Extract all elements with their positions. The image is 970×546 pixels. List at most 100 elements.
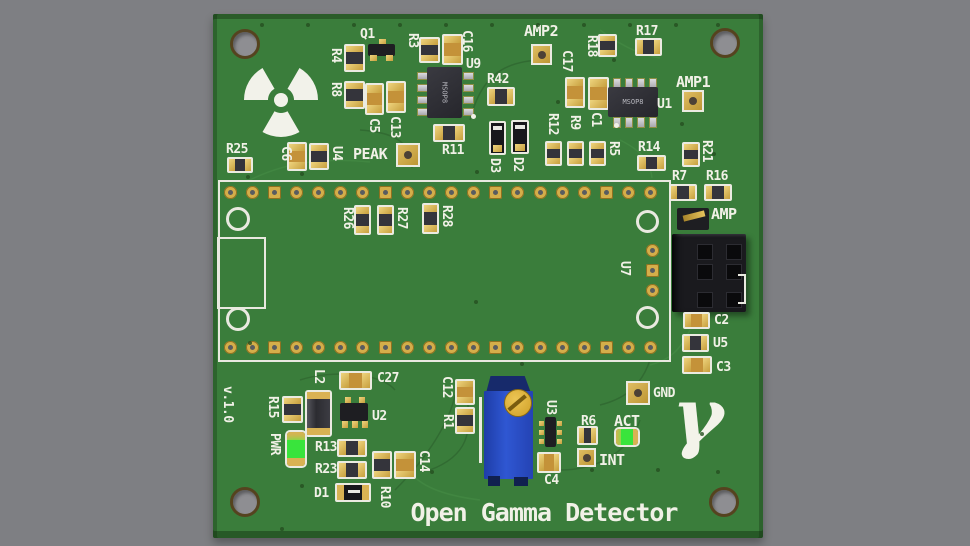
label-gnd: GND xyxy=(653,386,675,401)
capacitor-c13 xyxy=(386,81,406,113)
label-amp: AMP xyxy=(711,205,737,223)
chip-u4 xyxy=(309,143,329,170)
label-r25: R25 xyxy=(226,142,248,157)
through-hole-pad xyxy=(356,185,370,199)
led-pwr xyxy=(285,430,307,468)
resistor-r4 xyxy=(344,44,365,72)
pin1-dot xyxy=(471,114,476,119)
resistor-r5 xyxy=(589,141,606,166)
through-hole-pad xyxy=(511,185,525,199)
led-act xyxy=(614,427,640,447)
resistor-r42 xyxy=(487,87,515,106)
via-dot xyxy=(700,432,704,436)
label-r16: R16 xyxy=(706,169,728,184)
transistor-q1 xyxy=(366,39,398,61)
through-hole-pad xyxy=(577,185,591,199)
label-c3: C3 xyxy=(716,360,731,375)
mounting-hole-bottom-left xyxy=(230,487,260,517)
chip-u3 xyxy=(539,416,562,448)
via-dot xyxy=(475,170,479,174)
label-r15: R15 xyxy=(265,396,280,418)
through-hole-pad xyxy=(445,185,458,199)
footprint-circle xyxy=(226,207,250,231)
footprint-circle xyxy=(636,210,659,233)
through-hole-pad xyxy=(600,340,614,354)
footprint-circle xyxy=(226,307,250,331)
diode-d2 xyxy=(511,120,529,154)
label-r27: R27 xyxy=(394,207,409,229)
through-hole-pad xyxy=(223,185,237,199)
through-hole-pad xyxy=(622,340,636,354)
via-dot xyxy=(680,122,684,126)
label-c1: C1 xyxy=(588,112,603,127)
label-r42: R42 xyxy=(487,72,509,87)
label-c17: C17 xyxy=(559,50,574,72)
label-r28: R28 xyxy=(439,205,454,227)
through-hole-pad xyxy=(533,185,547,199)
via-dot xyxy=(674,23,678,27)
through-hole-pad xyxy=(267,185,281,199)
chip-u5 xyxy=(682,334,709,352)
chip-marking-u1: MSOP8 xyxy=(622,98,644,106)
label-u3: U3 xyxy=(543,400,558,415)
mounting-hole-bottom-right xyxy=(709,487,739,517)
label-r4: R4 xyxy=(328,48,343,63)
label-r17: R17 xyxy=(636,24,658,39)
resistor-r23 xyxy=(337,461,367,479)
label-r9: R9 xyxy=(567,115,582,130)
through-hole-pad xyxy=(334,340,348,354)
through-hole-pad xyxy=(245,185,259,199)
capacitor-c17 xyxy=(565,77,585,108)
through-hole-pad xyxy=(645,283,659,297)
via-dot xyxy=(300,484,304,488)
label-d3: D3 xyxy=(487,158,502,173)
test-pad-gnd xyxy=(626,381,650,405)
via-dot xyxy=(306,23,310,27)
mounting-hole-top-right xyxy=(710,28,740,58)
label-act: ACT xyxy=(614,412,640,430)
through-hole-pad xyxy=(334,185,348,199)
capacitor-c6 xyxy=(287,142,307,171)
label-d1: D1 xyxy=(314,486,329,501)
label-r10: R10 xyxy=(377,486,392,508)
via-dot xyxy=(628,23,632,27)
label-r13: R13 xyxy=(315,440,337,455)
label-r7: R7 xyxy=(672,169,687,184)
label-r12: R12 xyxy=(545,113,560,135)
through-hole-pad xyxy=(467,185,481,199)
test-pad-int xyxy=(577,448,596,467)
label-r1: R1 xyxy=(440,414,455,429)
resistor-r1 xyxy=(455,407,475,434)
label-c12: C12 xyxy=(439,376,454,398)
label-d2: D2 xyxy=(510,157,525,172)
label-r18: R18 xyxy=(584,35,599,57)
via-dot xyxy=(536,23,540,27)
label-r3: R3 xyxy=(405,33,420,48)
test-pad-peak xyxy=(396,143,420,167)
through-hole-pad xyxy=(267,340,281,354)
through-hole-pad xyxy=(489,185,503,199)
through-hole-pad xyxy=(400,340,414,354)
label-r5: R5 xyxy=(606,141,621,156)
label-version: v.1.0 xyxy=(220,386,235,423)
via-dot xyxy=(246,175,250,179)
capacitor-c2 xyxy=(683,312,710,329)
radiation-symbol-icon xyxy=(244,67,318,137)
capacitor-c27 xyxy=(339,371,372,390)
label-r6: R6 xyxy=(581,414,596,429)
label-u1: U1 xyxy=(657,97,672,112)
via-dot xyxy=(490,23,494,27)
through-hole-pad xyxy=(445,340,458,354)
label-c16: C16 xyxy=(459,30,474,52)
through-hole-pad xyxy=(555,340,569,354)
through-hole-pad xyxy=(289,340,303,354)
through-hole-pad xyxy=(312,340,326,354)
through-hole-pad xyxy=(577,340,591,354)
through-hole-pad xyxy=(400,185,414,199)
connector-silkscreen-bracket xyxy=(738,274,746,304)
resistor-r10 xyxy=(372,451,392,479)
chip-u9: MSOP8 xyxy=(417,67,474,118)
diode-d3 xyxy=(489,121,506,155)
resistor-r15 xyxy=(282,396,303,423)
via-dot xyxy=(248,341,252,345)
